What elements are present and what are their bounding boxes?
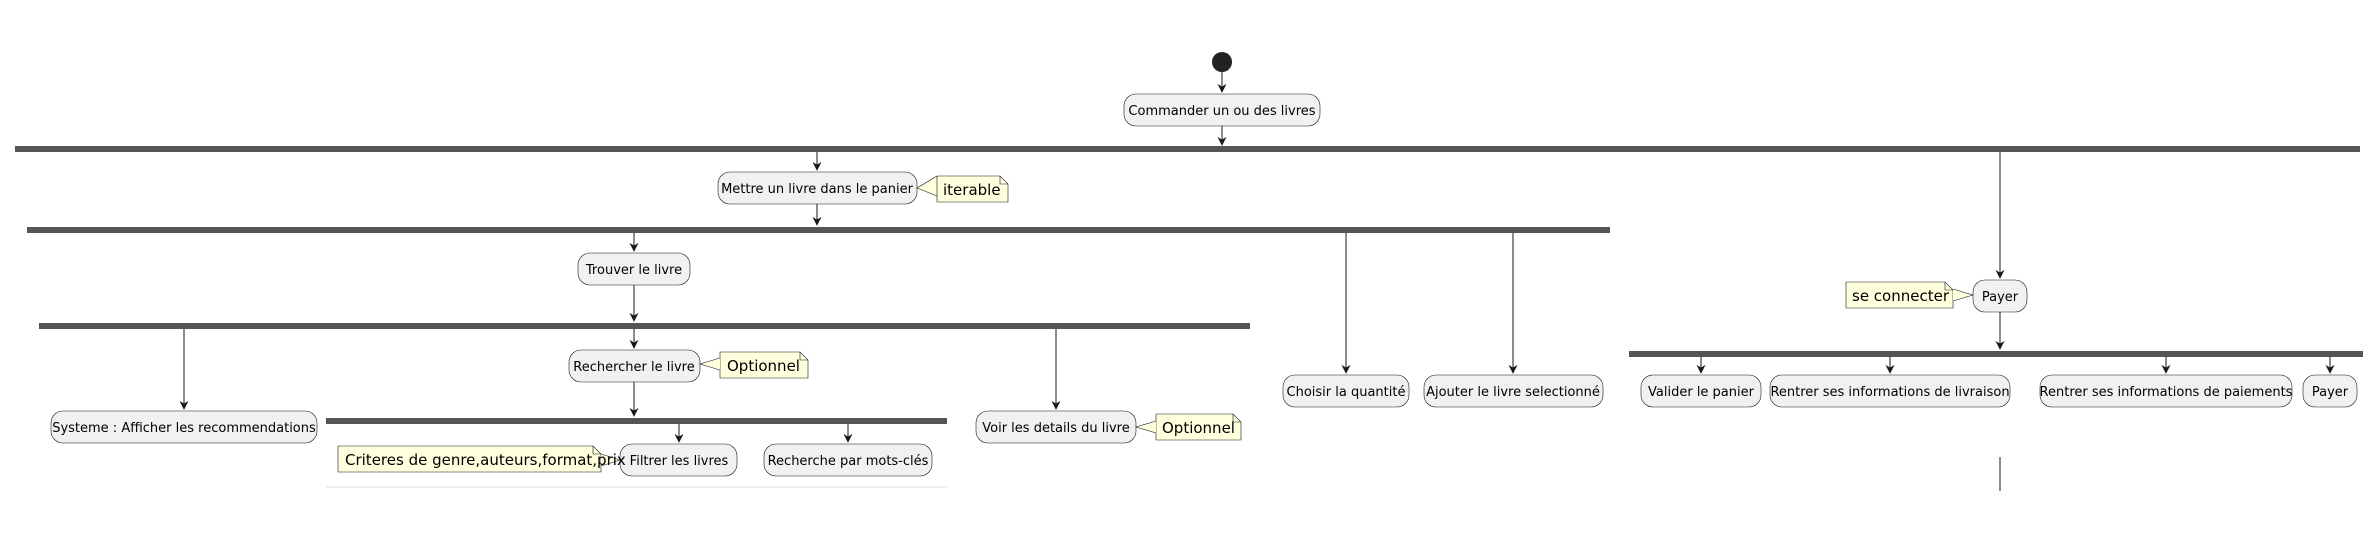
note-criteres-text: Criteres de genre,auteurs,format,prix — [345, 451, 626, 469]
note-optionnel-recherche-text: Optionnel — [727, 357, 800, 375]
fork-bar-panier — [27, 227, 1610, 233]
note-iterable-text: iterable — [943, 181, 1001, 199]
activity-choisir-quantite: Choisir la quantité — [1282, 374, 1410, 408]
activity-quantite-label: Choisir la quantité — [1287, 385, 1406, 400]
note-optionnel-details-text: Optionnel — [1162, 419, 1235, 437]
note-se-connecter-text: se connecter — [1852, 287, 1950, 305]
fork-bar-rechercher — [326, 418, 947, 424]
activity-voir-details: Voir les details du livre — [975, 410, 1137, 444]
activity-valider-panier: Valider le panier — [1640, 374, 1762, 408]
activity-infos-paiements: Rentrer ses informations de paiements — [2040, 374, 2293, 408]
activity-payer-label: Payer — [1982, 290, 2019, 305]
activity-mettre-panier: Mettre un livre dans le panier — [717, 171, 918, 205]
activity-ajouter-livre: Ajouter le livre selectionné — [1423, 374, 1604, 408]
fork-bar-main — [15, 146, 2360, 152]
activity-livraison-label: Rentrer ses informations de livraison — [1770, 385, 2009, 400]
activity-filtrer-livres: Filtrer les livres — [619, 443, 738, 477]
activity-trouver-livre: Trouver le livre — [577, 252, 691, 286]
activity-payer: Payer — [1972, 279, 2028, 313]
activity-motscles-label: Recherche par mots-clés — [768, 454, 929, 469]
activity-payer-final: Payer — [2302, 374, 2358, 408]
fork-bar-payer — [1629, 351, 2363, 357]
activity-afficher-label: Systeme : Afficher les recommendations — [52, 421, 316, 436]
activity-infos-livraison: Rentrer ses informations de livraison — [1769, 374, 2011, 408]
note-se-connecter: se connecter — [1845, 281, 1975, 309]
activity-paiements-label: Rentrer ses informations de paiements — [2040, 385, 2293, 400]
activity-voir-details-label: Voir les details du livre — [982, 421, 1129, 436]
note-optionnel-details: Optionnel — [1134, 413, 1242, 441]
note-optionnel-recherche: Optionnel — [698, 351, 809, 379]
start-node — [1212, 52, 1232, 72]
activity-ajouter-label: Ajouter le livre selectionné — [1426, 385, 1600, 400]
activity-mettre-panier-label: Mettre un livre dans le panier — [721, 182, 913, 197]
activity-valider-label: Valider le panier — [1648, 385, 1755, 400]
activity-afficher-recommandations: Systeme : Afficher les recommendations — [50, 410, 318, 444]
note-criteres: Criteres de genre,auteurs,format,prix — [337, 445, 626, 473]
activity-trouver-livre-label: Trouver le livre — [585, 263, 682, 278]
activity-payer-final-label: Payer — [2312, 385, 2349, 400]
activity-rechercher-livre: Rechercher le livre — [568, 349, 701, 383]
activity-filtrer-label: Filtrer les livres — [630, 454, 729, 469]
note-iterable: iterable — [916, 175, 1009, 203]
fork-bar-trouver — [39, 323, 1250, 329]
activity-rechercher-label: Rechercher le livre — [573, 360, 694, 375]
activity-commander: Commander un ou des livres — [1123, 93, 1321, 127]
activity-commander-label: Commander un ou des livres — [1128, 104, 1315, 119]
activity-recherche-mots-cles: Recherche par mots-clés — [763, 443, 933, 477]
